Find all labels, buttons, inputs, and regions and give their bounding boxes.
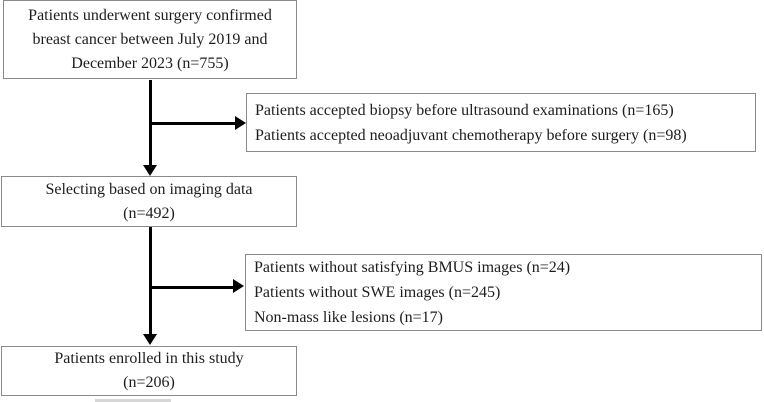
box-text-line: December 2023 (n=755) xyxy=(71,54,229,72)
connector-branch-exclusion-1 xyxy=(150,121,236,125)
arrowhead-right-icon xyxy=(235,116,246,130)
flow-box-surgery-confirmed: Patients underwent surgery confirmed bre… xyxy=(3,0,297,79)
flow-box-exclusion-before-imaging: Patients accepted biopsy before ultrasou… xyxy=(246,93,756,152)
box-text-line: Patients underwent surgery confirmed xyxy=(28,6,272,24)
connector-selection-to-enrolled xyxy=(148,227,152,335)
box-text-line: Selecting based on imaging data xyxy=(45,180,253,198)
box-text-line: Patients without SWE images (n=245) xyxy=(254,284,501,301)
box-text-line: Patients accepted neoadjuvant chemothera… xyxy=(255,126,687,144)
arrowhead-down-icon xyxy=(143,165,157,176)
flow-box-imaging-selection: Selecting based on imaging data (n=492) xyxy=(1,176,297,227)
arrowhead-down-icon xyxy=(143,334,157,345)
box-text-line: Non-mass like lesions (n=17) xyxy=(254,309,443,326)
flow-box-enrolled: Patients enrolled in this study (n=206) xyxy=(1,346,297,396)
box-text-line: breast cancer between July 2019 and xyxy=(32,30,268,48)
connector-branch-exclusion-2 xyxy=(150,285,234,289)
box-text-line: Patients accepted biopsy before ultrasou… xyxy=(255,101,674,119)
cropped-text-fragment xyxy=(95,399,171,402)
arrowhead-right-icon xyxy=(233,279,244,293)
box-text-line: (n=492) xyxy=(123,204,175,222)
flow-box-exclusion-imaging-quality: Patients without satisfying BMUS images … xyxy=(245,254,762,331)
box-text-line: Patients without satisfying BMUS images … xyxy=(254,259,571,276)
box-text-line: (n=206) xyxy=(123,374,175,391)
box-text-line: Patients enrolled in this study xyxy=(54,350,244,367)
